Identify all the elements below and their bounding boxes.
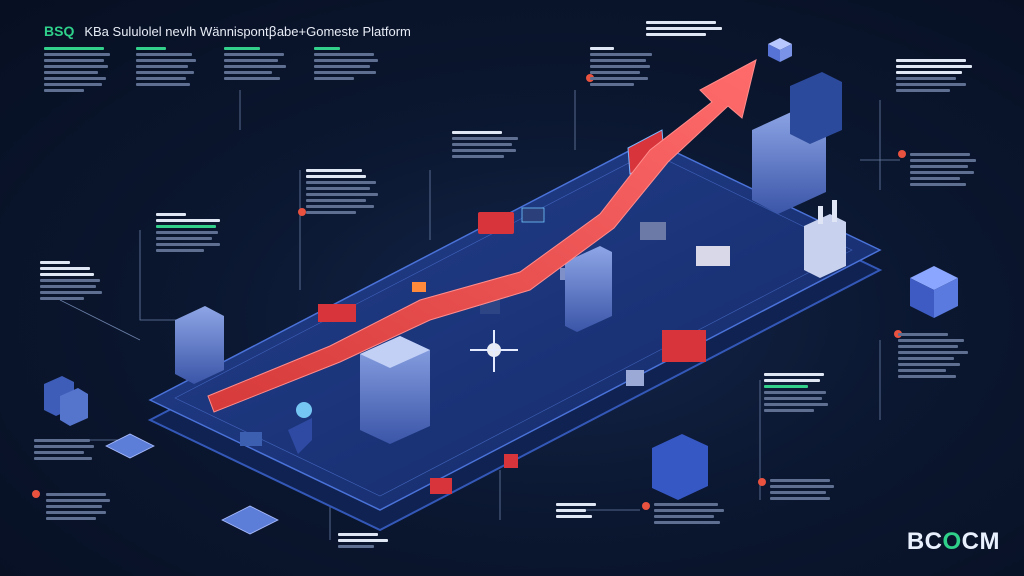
annotation-block: [34, 436, 102, 463]
page-title: KBa Sululolel nevlh Wännispontꞵabe+Gomes…: [84, 24, 411, 39]
annotation-block: [452, 128, 524, 161]
annotation-block: [646, 18, 726, 39]
annotation-block: [338, 530, 398, 551]
annotation-block: [910, 150, 982, 189]
cube-icon: [44, 38, 958, 500]
logo-text-mid: O: [942, 528, 962, 555]
annotation-block: [136, 44, 206, 89]
annotation-block: [556, 500, 616, 521]
chip-icon: [105, 402, 312, 535]
annotation-block: [654, 500, 734, 527]
annotation-block: [764, 370, 840, 415]
header: BSQ KBa Sululolel nevlh Wännispontꞵabe+G…: [44, 22, 411, 40]
devices: [240, 207, 730, 494]
annotation-block: [898, 330, 974, 381]
annotation-block: [40, 258, 110, 303]
annotation-block: [314, 44, 386, 83]
annotation-block: [590, 44, 660, 89]
logo-text-left: BC: [906, 528, 943, 555]
brand-label: BSQ: [44, 23, 75, 39]
annotation-block: [224, 44, 294, 83]
factory-icon: [804, 200, 846, 278]
annotation-block: [156, 210, 228, 255]
annotation-block: [770, 476, 840, 503]
marker-dots: [32, 74, 906, 510]
brand-logo: BCOCM: [907, 528, 1000, 556]
annotation-block: [44, 44, 114, 95]
annotation-block: [46, 490, 116, 523]
logo-text-right: CM: [961, 528, 1000, 555]
annotation-block: [306, 166, 386, 217]
server-building-icon: [175, 72, 842, 444]
annotation-block: [896, 56, 976, 95]
trend-arrow-icon: [207, 59, 757, 413]
